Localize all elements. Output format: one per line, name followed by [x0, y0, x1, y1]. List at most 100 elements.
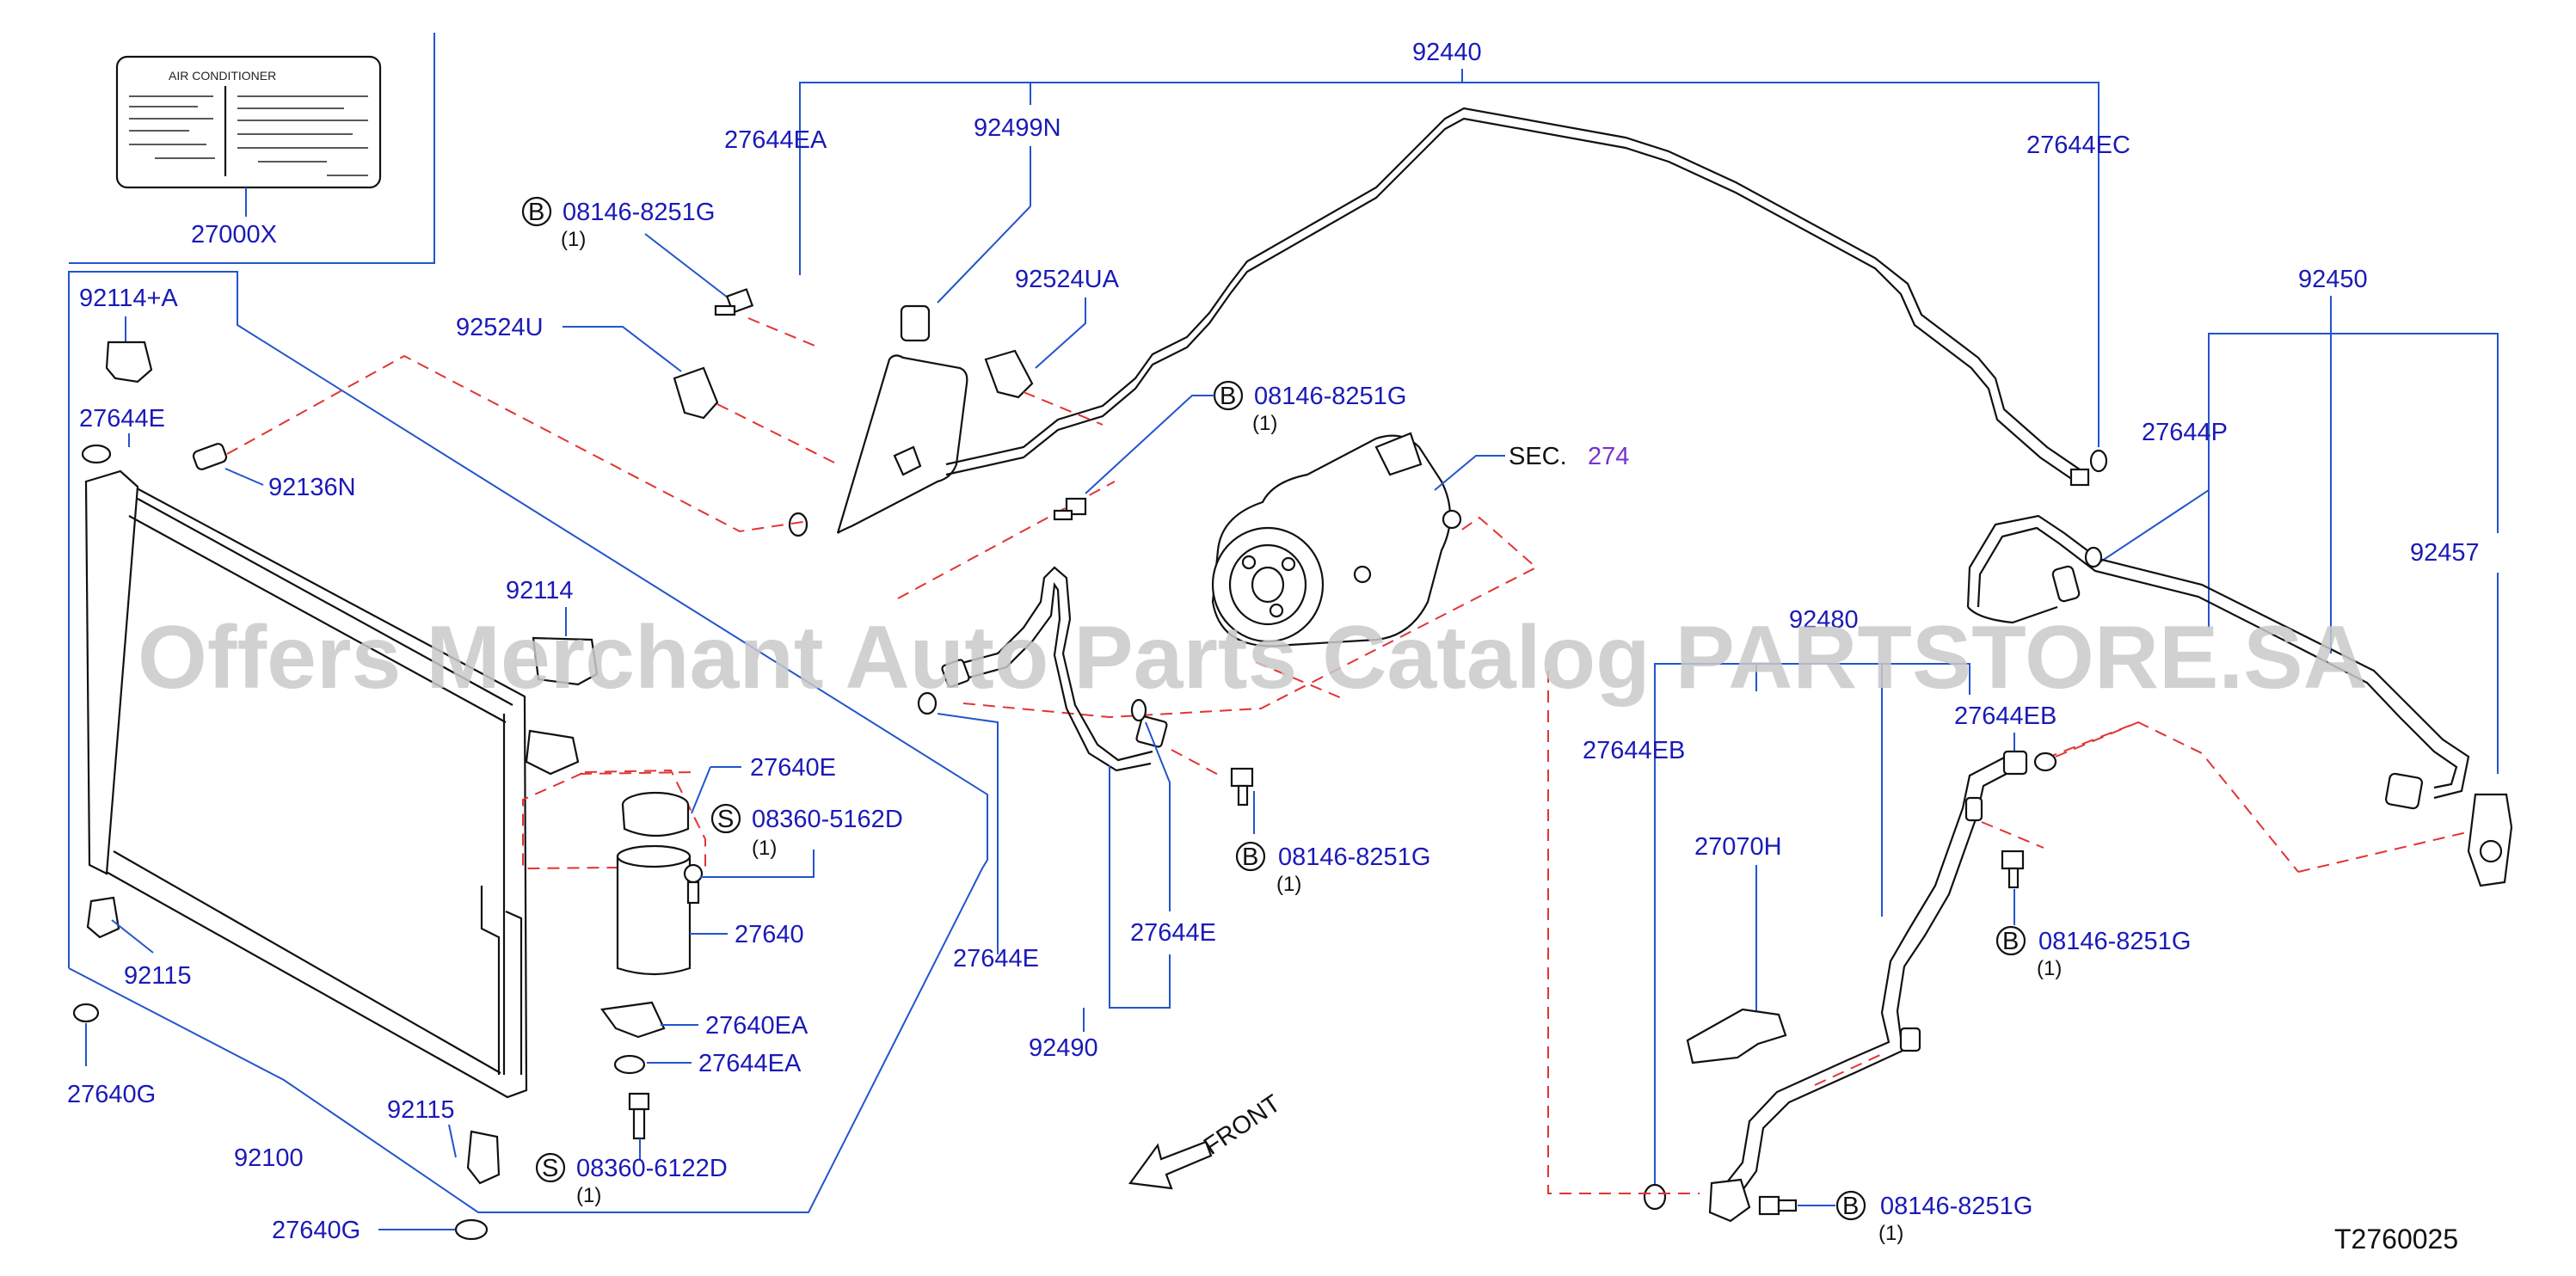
label-27644E-left[interactable]: 27644E [79, 405, 165, 432]
decal-text-lines [129, 95, 368, 176]
o-ring-27644EA-top[interactable] [788, 512, 808, 537]
watermark-text: Offers Merchant Auto Parts Catalog PARTS… [138, 608, 2368, 708]
label-27640G-low[interactable]: 27640G [272, 1217, 360, 1244]
label-27070H[interactable]: 27070H [1694, 833, 1782, 861]
bolt-s1-qty: (1) [752, 837, 777, 860]
bolt-b4[interactable] [2001, 850, 2025, 889]
bolt-s1-symbol: S [717, 806, 734, 833]
label-27640[interactable]: 27640 [735, 921, 804, 948]
bracket-92114[interactable] [532, 636, 599, 686]
hose-92480-group: 92480 27644EB 27644EB 27070H B 08146-825… [1547, 606, 2191, 1245]
bracket-92115-left[interactable] [86, 896, 120, 939]
o-ring-27644EC[interactable] [2089, 449, 2108, 473]
bolt-b4-qty: (1) [2037, 957, 2062, 980]
pressure-switch-92136N[interactable] [192, 443, 228, 471]
bolt-b1-qty: (1) [561, 228, 586, 251]
label-92457[interactable]: 92457 [2410, 539, 2480, 567]
bolt-b1[interactable] [714, 288, 754, 316]
diagram-code: T2760025 [2334, 1224, 2458, 1255]
label-92114A[interactable]: 92114+A [79, 285, 178, 312]
label-27644E-mid2[interactable]: 27644E [1130, 919, 1216, 947]
decal-title: AIR CONDITIONER [169, 69, 276, 83]
bracket-27070H[interactable] [1686, 1008, 1787, 1064]
label-27644EA-low[interactable]: 27644EA [698, 1050, 802, 1077]
o-ring-27644E-left[interactable] [81, 444, 112, 464]
label-92524UA[interactable]: 92524UA [1015, 266, 1120, 293]
bolt-s1-code[interactable]: 08360-5162D [752, 806, 903, 833]
o-ring-27644EB-right[interactable] [2033, 751, 2057, 772]
bolt-b1-symbol: B [528, 199, 544, 226]
bolt-b3-qty: (1) [1276, 873, 1301, 896]
bolt-s2-qty: (1) [576, 1184, 601, 1207]
o-ring-27644E-mid1[interactable] [917, 691, 938, 715]
bracket-27640EA[interactable] [600, 1001, 666, 1039]
bolt-s2-code[interactable]: 08360-6122D [576, 1155, 728, 1182]
bolt-b5-code[interactable]: 08146-8251G [1880, 1193, 2032, 1220]
label-27644EB-right[interactable]: 27644EB [1954, 702, 2056, 730]
clip-92524UA[interactable] [984, 349, 1034, 399]
pipe-92440-group: 92440 27644EA 92499N 27644EC 92524U 9252… [226, 39, 2130, 537]
label-92480[interactable]: 92480 [1789, 606, 1859, 634]
bolt-s2[interactable] [628, 1092, 650, 1140]
bolt-b2[interactable] [1053, 497, 1087, 521]
pipe-fitting-right [2069, 468, 2090, 487]
bolt-b3-code[interactable]: 08146-8251G [1278, 844, 1430, 871]
grommet-27640G-left[interactable] [72, 1003, 100, 1023]
bracket-92114A[interactable] [105, 340, 153, 383]
label-92450[interactable]: 92450 [2298, 266, 2368, 293]
bolt-b3-symbol: B [1242, 844, 1258, 871]
front-arrow-group: FRONT [1128, 1089, 1286, 1190]
hose-fitting-top [2002, 750, 2028, 776]
o-ring-27644P[interactable] [2084, 546, 2103, 568]
label-27644EC[interactable]: 27644EC [2026, 132, 2130, 159]
label-27644EA-top[interactable]: 27644EA [724, 126, 827, 154]
front-label: FRONT [1199, 1089, 1286, 1161]
condenser-side-tank[interactable] [84, 469, 139, 875]
valve-cap-92499N[interactable] [900, 304, 931, 342]
condenser-core[interactable] [101, 482, 528, 1099]
pipe-loop[interactable] [836, 354, 968, 534]
pipe-92450-group: 92450 27644P 92457 [1966, 266, 2513, 887]
bolt-b1-code[interactable]: 08146-8251G [563, 199, 715, 226]
receiver-drier-27640[interactable] [616, 855, 692, 976]
label-27640EA[interactable]: 27640EA [705, 1012, 808, 1040]
label-92115-left[interactable]: 92115 [124, 962, 192, 990]
sec-number-274[interactable]: 274 [1588, 443, 1629, 470]
bolt-s2-symbol: S [542, 1155, 558, 1182]
clip-92524U[interactable] [673, 366, 719, 420]
label-92136N[interactable]: 92136N [268, 474, 356, 501]
bolt-b4-code[interactable]: 08146-8251G [2038, 928, 2191, 955]
label-92115-low[interactable]: 92115 [387, 1096, 455, 1124]
front-arrow-icon [1128, 1140, 1213, 1190]
label-92499N[interactable]: 92499N [974, 114, 1061, 142]
hose-fitting-a [941, 659, 970, 688]
label-92440[interactable]: 92440 [1412, 39, 1482, 66]
bracket-upper-right[interactable] [525, 729, 580, 776]
bolt-b3[interactable] [1230, 767, 1254, 807]
label-27644E-mid1[interactable]: 27644E [953, 945, 1039, 972]
grommet-27640G-low[interactable] [454, 1218, 489, 1241]
label-92100[interactable]: 92100 [234, 1144, 304, 1172]
label-27640E[interactable]: 27640E [750, 754, 836, 782]
bolt-b2-code[interactable]: 08146-8251G [1254, 383, 1406, 410]
label-92490[interactable]: 92490 [1029, 1034, 1098, 1062]
hose-fitting-b [1135, 715, 1168, 748]
pipe-clamp-right [2385, 772, 2423, 810]
label-92524U[interactable]: 92524U [456, 314, 544, 341]
o-ring-27644EB-left[interactable] [1643, 1183, 1667, 1211]
bolt-b5[interactable] [1758, 1195, 1798, 1216]
label-27640G-left[interactable]: 27640G [67, 1081, 156, 1108]
label-27644P[interactable]: 27644P [2142, 419, 2228, 446]
label-92114[interactable]: 92114 [506, 577, 574, 604]
o-ring-27644E-mid2[interactable] [1130, 698, 1147, 722]
label-27000X[interactable]: 27000X [191, 221, 277, 248]
label-27644EB-left[interactable]: 27644EB [1583, 737, 1685, 764]
bolt-s1[interactable] [683, 863, 704, 905]
compressor-group: SEC. 274 B 08146-8251G (1) [897, 380, 1629, 719]
bracket-92115-low[interactable] [466, 1130, 501, 1185]
o-ring-27644EA-low[interactable] [613, 1054, 646, 1075]
ac-decal-label[interactable] [115, 55, 382, 189]
bolt-b5-qty: (1) [1878, 1222, 1903, 1245]
condenser-group: 92114+A 27644E 92136N 92114 92115 27640G… [67, 271, 988, 1244]
bolt-b2-symbol: B [1220, 383, 1236, 410]
